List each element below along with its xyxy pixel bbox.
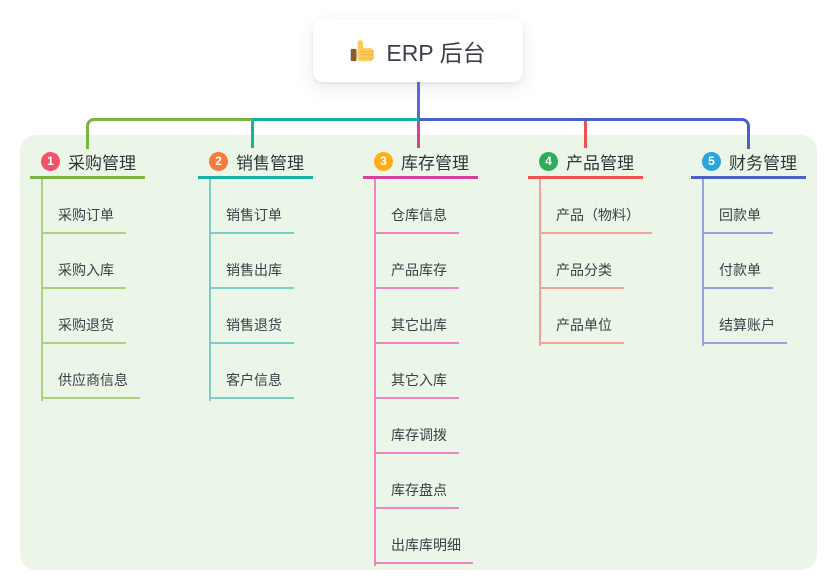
mindmap-panel <box>20 135 817 570</box>
branch-finance: 5 财务管理 回款单 付款单 结算账户 <box>691 146 839 346</box>
thumbs-up-icon <box>350 38 376 64</box>
branch-children: 采购订单 采购入库 采购退货 供应商信息 <box>30 179 200 401</box>
connector-product-drop <box>584 121 587 148</box>
child-row: 产品单位 <box>528 289 698 344</box>
child-row: 其它入库 <box>363 344 533 399</box>
child-row: 采购入库 <box>30 234 200 289</box>
child-row: 回款单 <box>691 179 839 234</box>
branch-children: 仓库信息 产品库存 其它出库 其它入库 库存调拨 库存盘点 出库库明细 <box>363 179 533 566</box>
child-row: 产品库存 <box>363 234 533 289</box>
branch-product: 4 产品管理 产品（物料） 产品分类 产品单位 <box>528 146 698 346</box>
branch-child-connector <box>702 179 704 346</box>
child-row: 结算账户 <box>691 289 839 344</box>
branch-title-label: 采购管理 <box>68 153 136 173</box>
connector-purchase-line <box>86 118 252 149</box>
child-row: 其它出库 <box>363 289 533 344</box>
branch-title-label: 产品管理 <box>566 153 634 173</box>
badge-5: 5 <box>702 151 721 171</box>
child-node[interactable]: 产品单位 <box>539 315 624 344</box>
child-row: 出库库明细 <box>363 509 533 564</box>
connector-inventory-drop <box>417 121 420 148</box>
child-node[interactable]: 付款单 <box>702 260 773 289</box>
branch-inventory: 3 库存管理 仓库信息 产品库存 其它出库 其它入库 库存调拨 库存盘点 出库库… <box>363 146 533 566</box>
connector-finance-line <box>419 118 750 149</box>
child-node[interactable]: 客户信息 <box>209 370 294 399</box>
branch-title-finance[interactable]: 5 财务管理 <box>691 146 806 179</box>
child-node[interactable]: 结算账户 <box>702 315 787 344</box>
branch-child-connector <box>209 179 211 401</box>
child-row: 销售出库 <box>198 234 368 289</box>
child-node[interactable]: 供应商信息 <box>41 370 140 399</box>
child-node[interactable]: 采购入库 <box>41 260 126 289</box>
branch-title-label: 库存管理 <box>401 153 469 173</box>
child-node[interactable]: 库存调拨 <box>374 425 459 454</box>
child-row: 销售订单 <box>198 179 368 234</box>
branch-title-label: 销售管理 <box>236 153 304 173</box>
branch-purchase: 1 采购管理 采购订单 采购入库 采购退货 供应商信息 <box>30 146 200 401</box>
child-node[interactable]: 出库库明细 <box>374 535 473 564</box>
child-row: 供应商信息 <box>30 344 200 399</box>
child-row: 采购订单 <box>30 179 200 234</box>
root-stem-line <box>417 82 420 118</box>
branch-sales: 2 销售管理 销售订单 销售出库 销售退货 客户信息 <box>198 146 368 401</box>
badge-3: 3 <box>374 151 393 171</box>
badge-4: 4 <box>539 151 558 171</box>
child-node[interactable]: 产品库存 <box>374 260 459 289</box>
branch-child-connector <box>374 179 376 566</box>
child-node[interactable]: 销售退货 <box>209 315 294 344</box>
root-node-erp[interactable]: ERP 后台 <box>313 20 523 82</box>
branch-child-connector <box>539 179 541 346</box>
child-row: 库存调拨 <box>363 399 533 454</box>
child-node[interactable]: 采购订单 <box>41 205 126 234</box>
branch-children: 回款单 付款单 结算账户 <box>691 179 839 346</box>
connector-sales-bus <box>252 118 419 121</box>
child-node[interactable]: 采购退货 <box>41 315 126 344</box>
child-row: 销售退货 <box>198 289 368 344</box>
child-node[interactable]: 产品（物料） <box>539 205 652 234</box>
badge-2: 2 <box>209 151 228 171</box>
badge-1: 1 <box>41 151 60 171</box>
branch-children: 销售订单 销售出库 销售退货 客户信息 <box>198 179 368 401</box>
child-row: 库存盘点 <box>363 454 533 509</box>
child-row: 采购退货 <box>30 289 200 344</box>
child-row: 产品（物料） <box>528 179 698 234</box>
branch-child-connector <box>41 179 43 401</box>
branch-children: 产品（物料） 产品分类 产品单位 <box>528 179 698 346</box>
child-row: 产品分类 <box>528 234 698 289</box>
child-node[interactable]: 仓库信息 <box>374 205 459 234</box>
branch-title-inventory[interactable]: 3 库存管理 <box>363 146 478 179</box>
root-title: ERP 后台 <box>386 40 486 66</box>
child-row: 仓库信息 <box>363 179 533 234</box>
branch-title-product[interactable]: 4 产品管理 <box>528 146 643 179</box>
branch-title-sales[interactable]: 2 销售管理 <box>198 146 313 179</box>
child-node[interactable]: 销售出库 <box>209 260 294 289</box>
branch-title-label: 财务管理 <box>729 153 797 173</box>
connector-sales-drop <box>251 121 254 148</box>
child-node[interactable]: 销售订单 <box>209 205 294 234</box>
child-node[interactable]: 回款单 <box>702 205 773 234</box>
child-node[interactable]: 库存盘点 <box>374 480 459 509</box>
child-row: 付款单 <box>691 234 839 289</box>
branch-title-purchase[interactable]: 1 采购管理 <box>30 146 145 179</box>
child-node[interactable]: 产品分类 <box>539 260 624 289</box>
child-node[interactable]: 其它出库 <box>374 315 459 344</box>
child-node[interactable]: 其它入库 <box>374 370 459 399</box>
child-row: 客户信息 <box>198 344 368 399</box>
